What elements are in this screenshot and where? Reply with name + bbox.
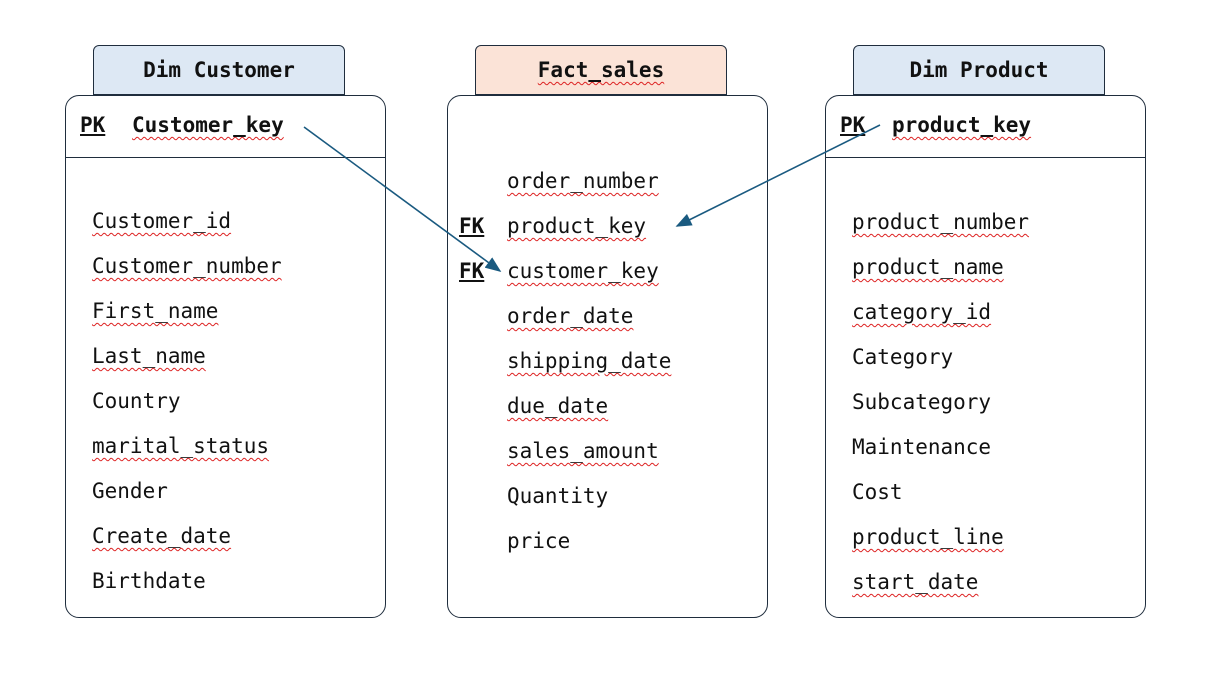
fk-label: FK <box>459 259 485 283</box>
fact-field-product-key: product_key <box>507 214 647 238</box>
dim-customer-title: Dim Customer <box>143 58 295 82</box>
product-field-product-name: product_name <box>852 255 1004 279</box>
product-field-category-id: category_id <box>852 300 992 324</box>
fact-field-order-date: order_date <box>507 304 634 328</box>
customer-field-customer-id: Customer_id <box>92 209 232 233</box>
dim-customer-pk-row: PK Customer_key <box>66 96 385 158</box>
customer-key-pk-field: Customer_key <box>132 113 284 137</box>
dim-customer-header: Dim Customer <box>93 45 345 95</box>
pk-label: PK <box>840 113 866 137</box>
dim-product-title: Dim Product <box>909 58 1049 82</box>
fact-sales-header: Fact_sales <box>475 45 727 95</box>
product-field-start-date: start_date <box>852 570 979 594</box>
fact-field-sales-amount: sales_amount <box>507 439 659 463</box>
customer-field-customer-number: Customer_number <box>92 254 282 278</box>
customer-field-first-name: First_name <box>92 299 219 323</box>
customer-field-last-name: Last_name <box>92 344 206 368</box>
customer-field-create-date: Create_date <box>92 524 232 548</box>
customer-field-country: Country <box>92 389 181 413</box>
product-field-subcategory: Subcategory <box>852 390 992 414</box>
fact-sales-title: Fact_sales <box>537 58 665 82</box>
fact-field-customer-key: customer_key <box>507 259 659 283</box>
customer-field-gender: Gender <box>92 479 168 503</box>
product-key-pk-field: product_key <box>892 113 1032 137</box>
product-field-product-line: product_line <box>852 525 1004 549</box>
dim-product-table: PK product_key product_number product_nam… <box>825 95 1146 618</box>
fact-field-due-date: due_date <box>507 394 609 418</box>
fact-field-order-number: order_number <box>507 169 659 193</box>
customer-field-marital-status: marital_status <box>92 434 270 458</box>
fact-field-quantity: Quantity <box>507 484 609 508</box>
dim-product-pk-row: PK product_key <box>826 96 1145 158</box>
product-field-product-number: product_number <box>852 210 1030 234</box>
product-field-maintenance: Maintenance <box>852 435 992 459</box>
fact-field-price: price <box>507 529 571 553</box>
dim-product-header: Dim Product <box>853 45 1105 95</box>
customer-field-birthdate: Birthdate <box>92 569 206 593</box>
product-field-cost: Cost <box>852 480 903 504</box>
fact-field-shipping-date: shipping_date <box>507 349 672 373</box>
pk-label: PK <box>80 113 106 137</box>
fk-label: FK <box>459 214 485 238</box>
product-field-category: Category <box>852 345 954 369</box>
